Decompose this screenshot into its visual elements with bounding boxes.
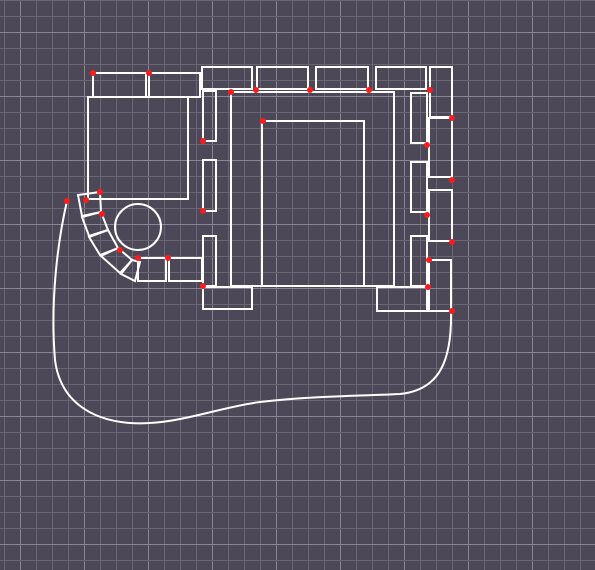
top-block-2[interactable]: [256, 66, 309, 90]
vertex-handle-icon[interactable]: [449, 308, 455, 314]
vertex-handle-icon[interactable]: [449, 177, 455, 183]
top-block-1[interactable]: [201, 66, 253, 90]
vertex-handle-icon[interactable]: [117, 247, 123, 253]
vertex-handle-icon[interactable]: [200, 283, 206, 289]
right-outer-block-2[interactable]: [428, 189, 453, 242]
vertex-handle-icon[interactable]: [425, 284, 431, 290]
step-block-1[interactable]: [137, 257, 167, 282]
arc-stone-5[interactable]: [119, 258, 142, 283]
right-inner-block-2[interactable]: [410, 161, 428, 213]
vertex-handle-icon[interactable]: [97, 189, 103, 195]
vertex-handle-icon[interactable]: [135, 255, 141, 261]
vertex-handle-icon[interactable]: [424, 142, 430, 148]
vertex-handle-icon[interactable]: [90, 70, 96, 76]
shapes-layer[interactable]: [52, 66, 453, 425]
right-outer-block-3[interactable]: [428, 259, 452, 312]
vertex-handle-icon[interactable]: [200, 208, 206, 214]
vertex-handle-icon[interactable]: [200, 138, 206, 144]
vertex-handle-icon[interactable]: [64, 198, 70, 204]
vertex-handle-icon[interactable]: [424, 212, 430, 218]
vertex-handle-icon[interactable]: [449, 115, 455, 121]
vertex-handle-icon[interactable]: [146, 70, 152, 76]
left-block-1[interactable]: [202, 90, 217, 142]
vertex-handle-icon[interactable]: [449, 239, 455, 245]
planter-box-top-left-2[interactable]: [148, 72, 201, 98]
step-block-2[interactable]: [168, 257, 203, 282]
round-feature-circle[interactable]: [114, 203, 162, 251]
bottom-block-left[interactable]: [202, 286, 253, 310]
vertex-handle-icon[interactable]: [260, 118, 266, 124]
vertex-handle-icon[interactable]: [307, 87, 313, 93]
main-building-inner[interactable]: [261, 120, 365, 287]
bottom-block-right[interactable]: [376, 286, 428, 312]
vertex-handle-icon[interactable]: [165, 255, 171, 261]
vertex-handle-icon[interactable]: [83, 197, 89, 203]
top-block-corner[interactable]: [429, 66, 453, 118]
vertex-handle-icon[interactable]: [427, 87, 433, 93]
top-block-4[interactable]: [375, 66, 427, 90]
right-outer-block-1[interactable]: [428, 117, 453, 178]
left-block-2[interactable]: [202, 159, 217, 212]
vertex-handles-layer[interactable]: [64, 70, 455, 314]
patio-square[interactable]: [87, 96, 189, 200]
vertex-handle-icon[interactable]: [426, 257, 432, 263]
vertex-handle-icon[interactable]: [366, 87, 372, 93]
garden-boundary-path[interactable]: [52, 200, 453, 425]
left-block-3[interactable]: [202, 235, 217, 287]
right-inner-block-1[interactable]: [410, 92, 428, 144]
vertex-handle-icon[interactable]: [99, 211, 105, 217]
vertex-handle-icon[interactable]: [228, 89, 234, 95]
vertex-handle-icon[interactable]: [253, 87, 259, 93]
top-block-3[interactable]: [315, 66, 369, 90]
right-inner-block-3[interactable]: [410, 235, 428, 287]
